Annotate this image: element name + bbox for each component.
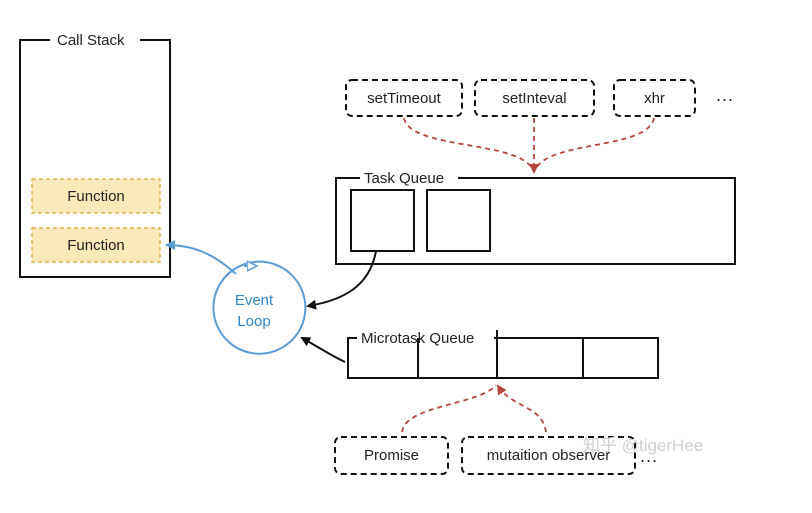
microtask-source-mutation-observer: mutaition observer <box>486 447 611 464</box>
microtask-queue-title: Microtask Queue <box>361 330 475 347</box>
task-queue-title: Task Queue <box>364 170 445 187</box>
mutation-observer-to-microtask-queue-arrow <box>496 384 547 433</box>
task-source-xhr: xhr <box>644 89 665 107</box>
microtask-source-promise: Promise <box>363 447 419 464</box>
call-stack-function-label-1: Function <box>67 187 125 205</box>
promise-to-microtask-queue-arrow <box>401 384 497 433</box>
task-source-setinteval: setInteval <box>502 89 567 107</box>
call-stack-function-label-2: Function <box>67 236 125 254</box>
task-source-settimeout: setTimeout <box>367 89 441 107</box>
event-loop-circle <box>212 260 307 355</box>
task-source-box-xhr <box>613 79 696 117</box>
watermark: 知乎 @tigerHee <box>583 436 704 455</box>
call-stack-frame <box>19 39 171 278</box>
task-queue-to-event-loop-arrow <box>306 250 377 310</box>
microtask-source-box-promise <box>334 436 449 475</box>
call-stack-frame-box-2 <box>31 227 161 263</box>
event-loop-label-line-2: Loop <box>237 313 271 330</box>
event-loop-label-line-1: Event <box>234 292 274 309</box>
task-queue-slot-2 <box>426 189 491 252</box>
microtask-queue-frame <box>347 337 659 379</box>
microtask-queue-to-event-loop-arrow <box>300 337 346 363</box>
settimeout-to-task-queue-arrow <box>403 117 534 171</box>
event-loop-label: Event Loop <box>214 290 294 332</box>
call-stack-frame-box-1 <box>31 178 161 214</box>
task-queue-frame <box>335 177 736 265</box>
call-stack-title: Call Stack <box>57 32 125 49</box>
task-queue-slot-1 <box>350 189 415 252</box>
event-loop-to-call-stack-arrow <box>165 240 237 275</box>
task-source-box-setinteval <box>474 79 595 117</box>
task-source-box-settimeout <box>345 79 463 117</box>
microtask-sources-ellipsis: ... <box>640 446 659 466</box>
microtask-source-box-mutation-observer <box>461 436 636 475</box>
task-sources-ellipsis: ... <box>716 85 735 105</box>
xhr-to-task-queue-arrow <box>534 117 655 171</box>
